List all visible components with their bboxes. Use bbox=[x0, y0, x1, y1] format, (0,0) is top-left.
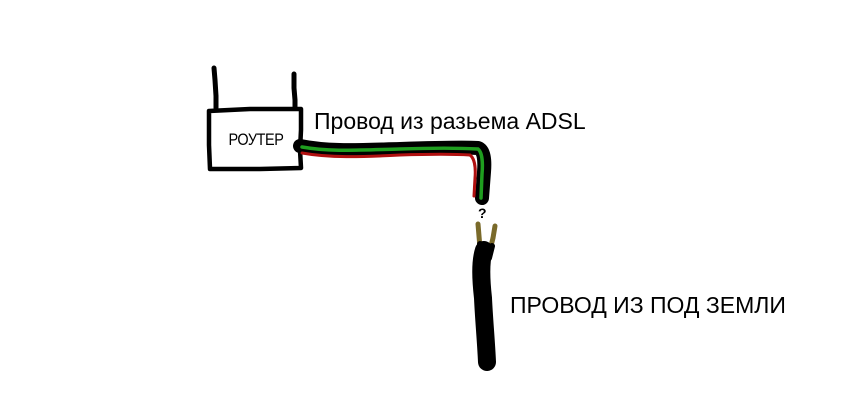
router-label: РОУТЕР bbox=[228, 130, 284, 149]
router-antenna-right bbox=[291, 71, 298, 111]
adsl-wire-red bbox=[300, 151, 477, 198]
underground-wire-label: ПРОВОД ИЗ ПОД ЗЕМЛИ bbox=[510, 292, 786, 318]
adsl-wire-label: Провод из разьема ADSL bbox=[314, 108, 586, 134]
router-antenna-left bbox=[211, 65, 219, 111]
underground-cable-jacket bbox=[472, 241, 496, 371]
adsl-wire-green bbox=[300, 145, 485, 200]
router-box bbox=[206, 106, 304, 172]
unknown-connection-mark: ? bbox=[478, 205, 487, 221]
underground-cable-jacket-split bbox=[477, 241, 495, 261]
